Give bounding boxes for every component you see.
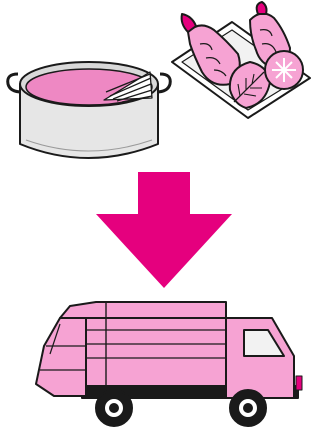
plate-of-fried-food-icon bbox=[171, 1, 311, 119]
garbage-truck-icon bbox=[35, 301, 303, 427]
drain-rack-icon bbox=[103, 71, 153, 103]
front-wheel bbox=[229, 389, 267, 427]
frying-pot-icon bbox=[6, 61, 172, 159]
down-arrow-icon bbox=[96, 172, 232, 288]
rear-wheel bbox=[95, 389, 133, 427]
